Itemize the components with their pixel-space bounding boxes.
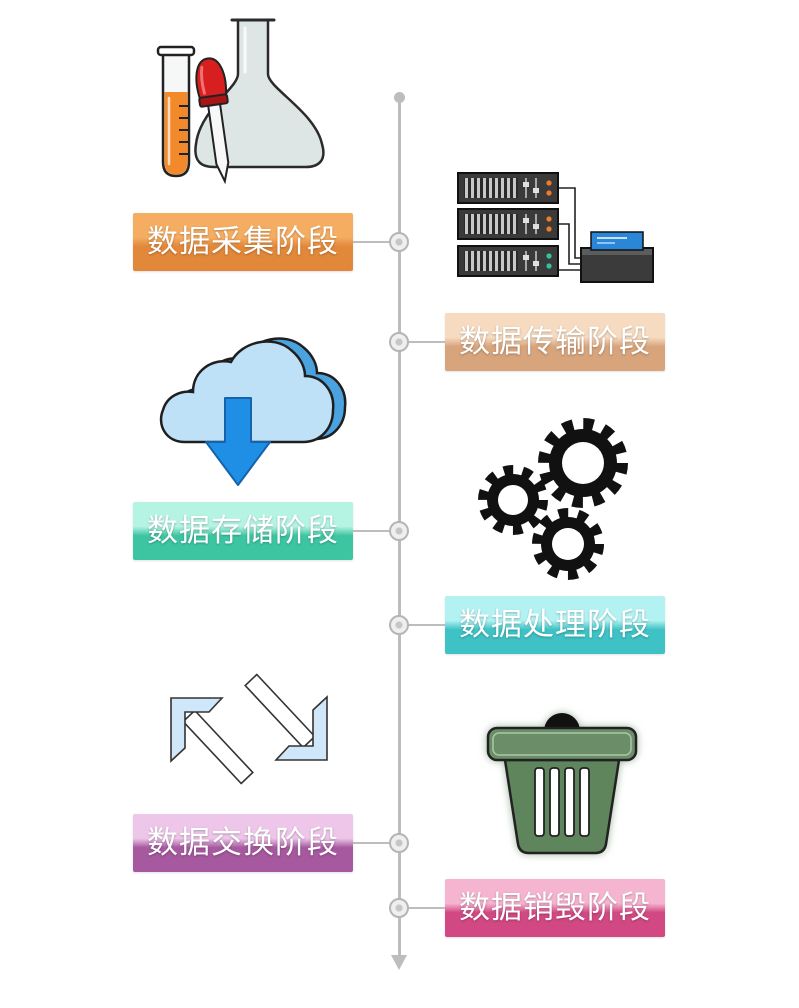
stage-label-exchange: 数据交换阶段 (133, 814, 353, 872)
stage-connector (353, 530, 390, 532)
server-unit (457, 208, 559, 240)
exchange-arrow-shaft-upper (182, 709, 254, 785)
gear-left (478, 465, 548, 535)
stage-label-processing: 数据处理阶段 (445, 596, 665, 654)
timeline-node (389, 232, 409, 252)
server-unit (457, 245, 559, 277)
stage-label-transmission: 数据传输阶段 (445, 313, 665, 371)
bin-body (503, 758, 621, 855)
stage-connector (408, 341, 445, 343)
exchange-arrow-head-lower-right (274, 695, 328, 761)
trash-bin-icon (486, 713, 638, 855)
bin-handle (544, 713, 580, 731)
exchange-arrow-head-upper-left (170, 697, 224, 763)
server-rack-icon (457, 172, 654, 283)
stage-connector (353, 842, 390, 844)
timeline-node (389, 898, 409, 918)
gears-icon (478, 418, 628, 580)
bin-lid (486, 726, 638, 762)
pipette-dropper (195, 57, 230, 185)
timeline-node (389, 833, 409, 853)
stage-connector (408, 624, 445, 626)
cloud-download-icon (159, 337, 347, 486)
cable-lines (558, 187, 581, 271)
bin-slots (534, 767, 590, 837)
stage-label-collection: 数据采集阶段 (133, 213, 353, 271)
exchange-arrows-icon (170, 673, 328, 785)
lab-flask-icon (156, 18, 325, 185)
server-unit (457, 172, 559, 204)
timeline-node (389, 332, 409, 352)
dropper-bulb (195, 57, 228, 101)
gear-large (538, 418, 628, 508)
stage-connector (408, 907, 445, 909)
stage-label-storage: 数据存储阶段 (133, 502, 353, 560)
stage-connector (353, 241, 390, 243)
terminal-monitor (580, 231, 654, 283)
timeline-arrow-down-icon (391, 955, 407, 970)
test-tube (156, 45, 196, 178)
download-arrow (205, 397, 271, 486)
gear-bottom (532, 508, 604, 580)
timeline-node (389, 521, 409, 541)
timeline-node (389, 615, 409, 635)
stage-label-destruction: 数据销毁阶段 (445, 879, 665, 937)
cloud-shape (159, 340, 335, 444)
dropper-tube (207, 103, 230, 185)
terminal-screen (590, 231, 644, 251)
timeline-start-dot (394, 92, 405, 103)
exchange-arrow-shaft-lower (244, 673, 316, 749)
